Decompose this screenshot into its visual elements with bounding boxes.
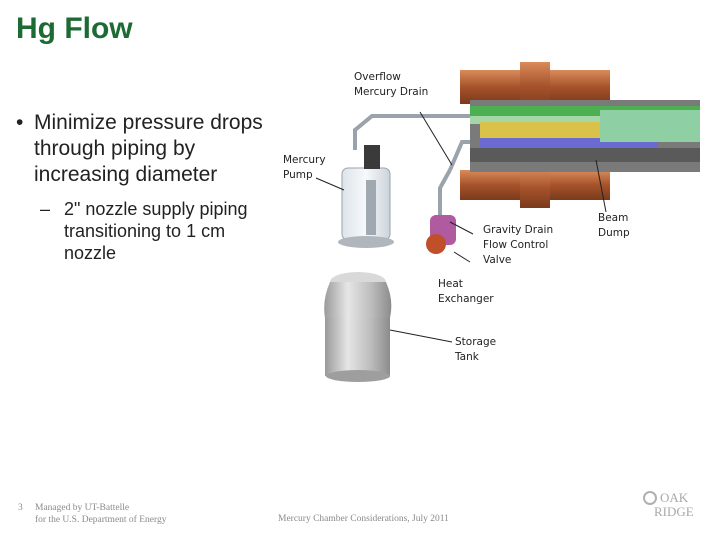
bullet-text-1: Minimize pressure drops through piping b… (34, 111, 263, 186)
footer-presentation-title: Mercury Chamber Considerations, July 201… (278, 514, 449, 524)
beam-dump-assembly (460, 62, 700, 208)
label-storage-tank: Storage Tank (455, 336, 497, 363)
label-gravity-drain-valve: Gravity Drain Flow Control Valve (483, 224, 554, 266)
label-beam-dump: Beam Dump (598, 212, 630, 239)
logo-text-ridge: RIDGE (654, 504, 694, 519)
bullet-item-1: • Minimize pressure drops through piping… (16, 110, 271, 188)
sub-bullet-dash-icon: – (40, 199, 51, 219)
label-mercury-pump: Mercury Pump (283, 154, 326, 181)
footer-page-number: 3 (18, 503, 23, 513)
sub-bullet-item-1: – 2" nozzle supply piping transitioning … (16, 198, 271, 264)
slide-title: Hg Flow (16, 12, 133, 45)
leader-lines (315, 111, 607, 343)
bullet-list: • Minimize pressure drops through piping… (16, 110, 271, 264)
sub-bullet-text-1: 2" nozzle supply piping transitioning to… (64, 199, 248, 263)
storage-tank (324, 272, 392, 382)
bullet-dot-icon: • (16, 111, 24, 134)
logo-text-oak: OAK (660, 490, 689, 505)
footer-managed-by: Managed by UT-Battelle for the U.S. Depa… (35, 503, 167, 525)
mercury-pump (338, 145, 394, 248)
heat-exchanger (426, 215, 456, 254)
label-heat-exchanger: Heat Exchanger (438, 278, 494, 305)
oak-ridge-logo: OAK RIDGE (643, 490, 694, 519)
label-overflow-mercury-drain: Overflow Mercury Drain (354, 71, 429, 98)
